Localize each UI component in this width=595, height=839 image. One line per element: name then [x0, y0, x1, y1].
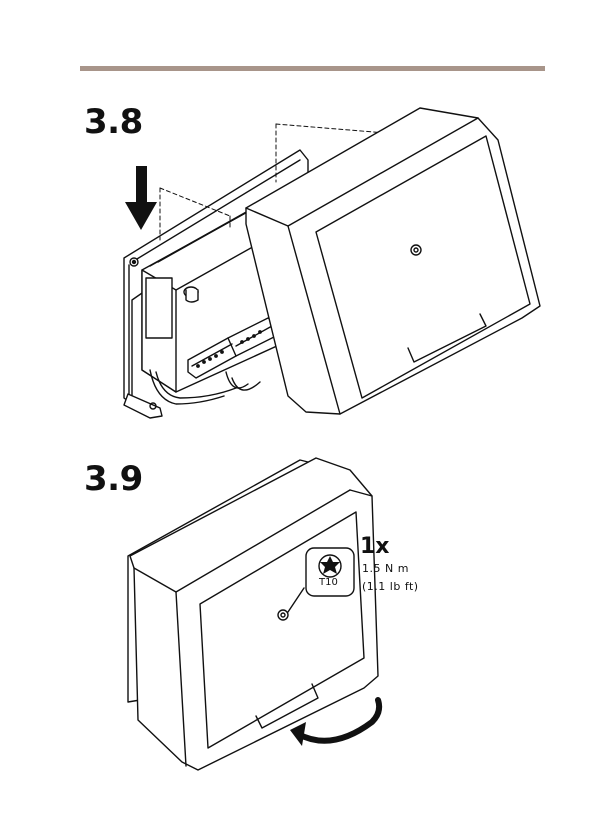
torx-bit-icon [306, 548, 354, 596]
torque-value-metric: 1.5 N m [362, 562, 409, 575]
torque-value-imperial: (1.1 lb ft) [362, 580, 419, 593]
torx-bit-label: T10 [319, 577, 338, 588]
torque-quantity: 1x [360, 534, 390, 559]
